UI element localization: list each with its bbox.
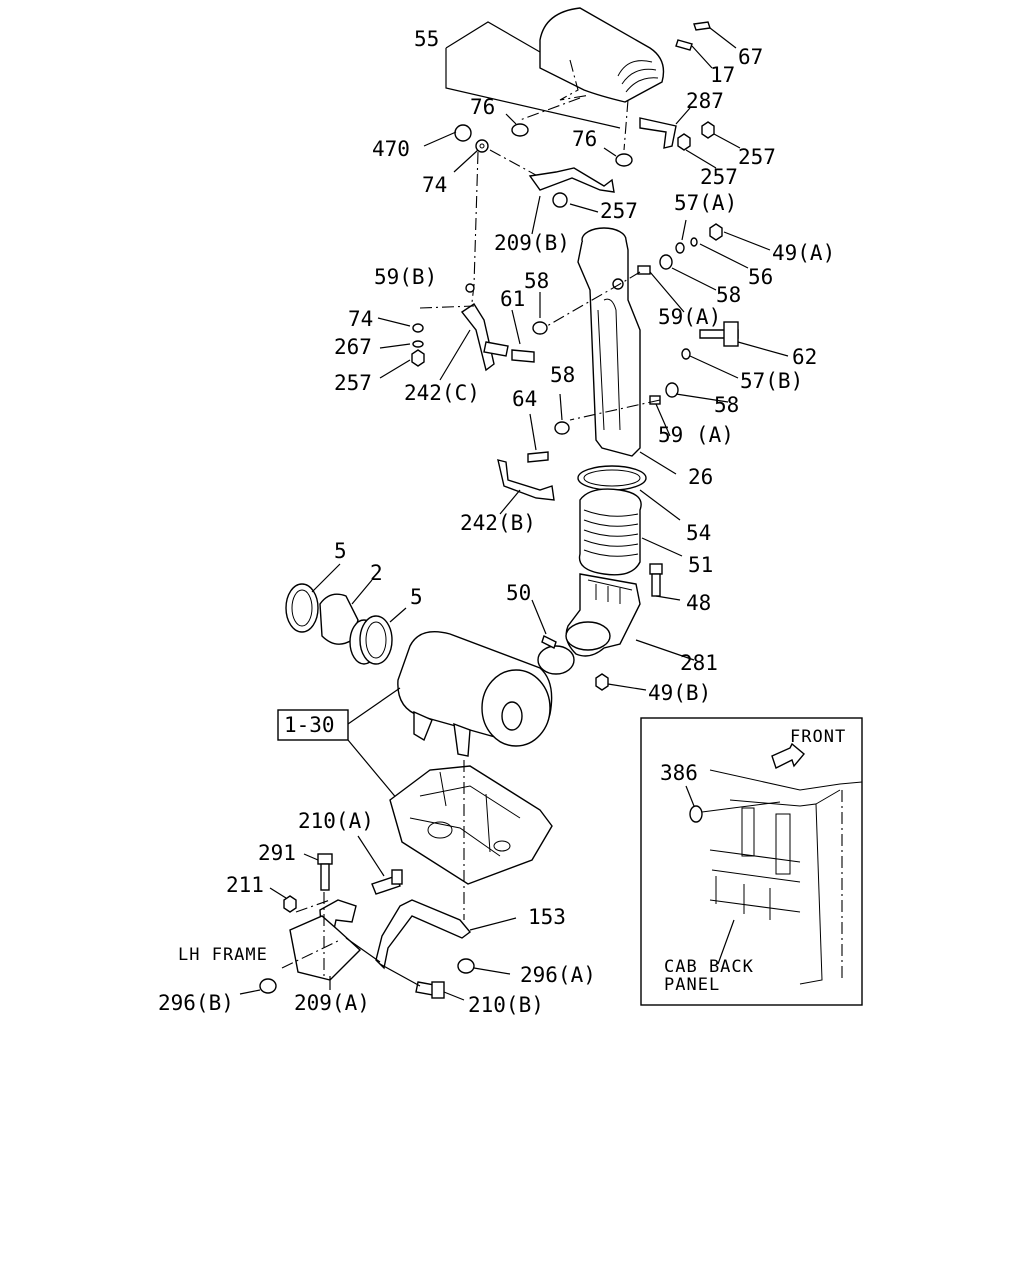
callout-257-c: 257 xyxy=(600,199,638,223)
callout-57b: 57(B) xyxy=(740,369,803,393)
callout-26: 26 xyxy=(688,465,713,489)
callout-287: 287 xyxy=(686,89,724,113)
callout-62: 62 xyxy=(792,345,817,369)
callout-55: 55 xyxy=(414,27,439,51)
base-bracket xyxy=(389,765,553,885)
inset-cab-back-panel xyxy=(640,717,863,1006)
callout-49a: 49(A) xyxy=(772,241,835,265)
bracket-242b xyxy=(497,459,555,501)
inset-front-label: FRONT xyxy=(790,727,846,747)
callout-59a-lower: 59 (A) xyxy=(658,423,734,447)
rain-cap-part xyxy=(539,7,665,103)
bracket-209a xyxy=(289,899,362,981)
clamp-50 xyxy=(537,635,575,675)
callout-59b: 59(B) xyxy=(374,265,437,289)
ref-box-1-30 xyxy=(277,709,349,741)
callout-76-b: 76 xyxy=(572,127,597,151)
callout-51: 51 xyxy=(688,553,713,577)
callout-56: 56 xyxy=(748,265,773,289)
bracket-209b xyxy=(528,167,615,208)
callout-470: 470 xyxy=(372,137,410,161)
callout-74-a: 74 xyxy=(422,173,447,197)
callout-242c: 242(C) xyxy=(404,381,480,405)
cab-back-label-1: CAB BACK xyxy=(664,957,754,977)
callout-5-b: 5 xyxy=(410,585,423,609)
callout-48: 48 xyxy=(686,591,711,615)
callout-67: 67 xyxy=(738,45,763,69)
bolt-62 xyxy=(649,321,739,405)
callout-386: 386 xyxy=(660,761,698,785)
cab-back-label-2: PANEL xyxy=(664,975,720,995)
callout-209b: 209(B) xyxy=(494,231,570,255)
bushing-58-upper xyxy=(511,321,548,363)
bolt-48 xyxy=(649,563,663,597)
lh-frame-label: LH FRAME xyxy=(178,945,268,965)
callout-5-a: 5 xyxy=(334,539,347,563)
hose-51 xyxy=(578,488,642,576)
callout-257-b: 257 xyxy=(700,165,738,189)
bolt-470 xyxy=(454,124,489,153)
callout-257-a: 257 xyxy=(738,145,776,169)
elbow-281 xyxy=(565,573,641,657)
callout-57a: 57(A) xyxy=(674,191,737,215)
clip-67 xyxy=(675,21,711,51)
bracket-242c xyxy=(411,283,509,372)
callout-2: 2 xyxy=(370,561,383,585)
clamps-5-hose-2 xyxy=(285,583,393,665)
callout-76-a: 76 xyxy=(470,95,495,119)
clamp-54 xyxy=(577,465,647,491)
callout-74-b: 74 xyxy=(348,307,373,331)
callout-267: 267 xyxy=(334,335,372,359)
callout-54: 54 xyxy=(686,521,711,545)
callout-1-30: 1-30 xyxy=(284,713,335,737)
callout-58-d: 58 xyxy=(714,393,739,417)
callout-labels: 55 67 17 76 76 287 470 74 257 257 257 20… xyxy=(158,27,846,1017)
bracket-153 xyxy=(375,899,472,970)
nut-211 xyxy=(283,895,297,913)
bolt-64 xyxy=(527,421,570,463)
bolt-291 xyxy=(317,853,333,891)
nut-296b xyxy=(259,978,277,994)
callout-17: 17 xyxy=(710,63,735,87)
callout-58-b: 58 xyxy=(716,283,741,307)
callout-49b: 49(B) xyxy=(648,681,711,705)
callout-296b: 296(B) xyxy=(158,991,234,1015)
bolt-210b xyxy=(415,981,445,999)
callout-210a: 210(A) xyxy=(298,809,374,833)
callout-242b: 242(B) xyxy=(460,511,536,535)
callout-153: 153 xyxy=(528,905,566,929)
callout-58-a: 58 xyxy=(524,269,549,293)
grommet-76 xyxy=(511,123,633,167)
nut-49b xyxy=(595,673,609,691)
callout-58-c: 58 xyxy=(550,363,575,387)
intake-duct-26 xyxy=(577,227,641,457)
callout-257-d: 257 xyxy=(334,371,372,395)
washer-nut-stack-a xyxy=(637,223,723,275)
callout-211: 211 xyxy=(226,873,264,897)
callout-281: 281 xyxy=(680,651,718,675)
callout-291: 291 xyxy=(258,841,296,865)
bracket-287 xyxy=(639,117,715,151)
callout-59a-upper: 59(A) xyxy=(658,305,721,329)
callout-296a: 296(A) xyxy=(520,963,596,987)
bolt-210a xyxy=(371,869,403,895)
callout-61: 61 xyxy=(500,287,525,311)
callout-210b: 210(B) xyxy=(468,993,544,1017)
callout-209a: 209(A) xyxy=(294,991,370,1015)
callout-64: 64 xyxy=(512,387,537,411)
nut-296a xyxy=(457,958,475,974)
callout-50: 50 xyxy=(506,581,531,605)
air-cleaner-1-30 xyxy=(397,631,553,757)
